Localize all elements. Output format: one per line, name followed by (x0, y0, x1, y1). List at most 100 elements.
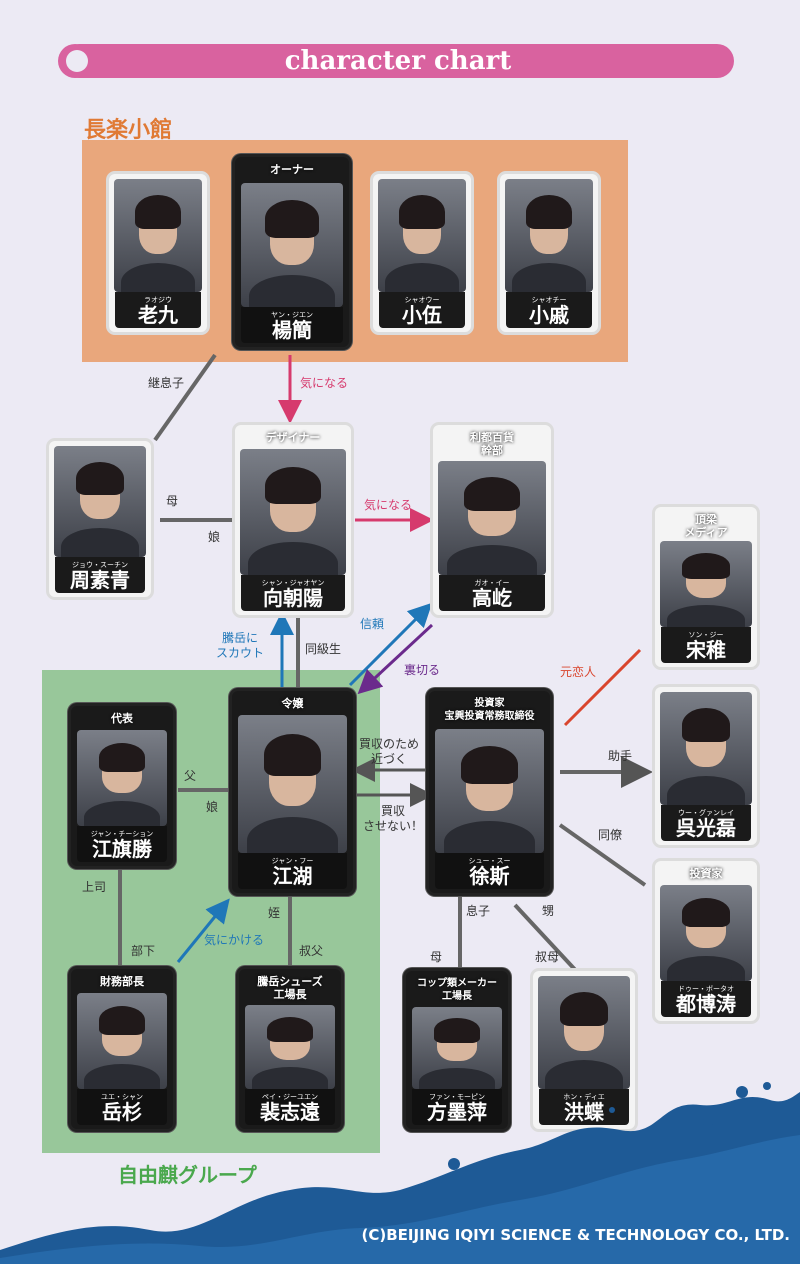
name-xiaowu: 小伍 (402, 303, 442, 327)
card-yueshan: 財務部長 ユエ・シャン 岳杉 (68, 966, 176, 1132)
rel-approach: 買収のため 近づく (359, 737, 420, 766)
name-fangmoping: 方墨萍 (427, 1100, 487, 1124)
ruby-jiangqisheng: ジャン・チーション (90, 830, 154, 838)
name-gaoyi: 高屹 (472, 586, 512, 610)
name-hongdie: 洪蝶 (564, 1100, 604, 1124)
portrait-jianghu (238, 715, 347, 853)
ruby-wuguanglei: ウー・グァンレイ (678, 809, 734, 817)
role-xiangzhaoyang: デザイナー (265, 431, 321, 444)
role-peizhiyuan: 騰岳シューズ 工場長 (257, 975, 323, 1001)
rel-stepson: 継息子 (148, 376, 185, 390)
card-xiangzhaoyang: デザイナー シャン・ジャオヤン 向朝陽 (232, 422, 354, 618)
portrait-fangmoping (412, 1007, 502, 1089)
name-jiangqisheng: 江旗勝 (92, 837, 152, 861)
portrait-yangjian (241, 183, 343, 307)
rel-nephew: 甥 (542, 904, 555, 918)
ruby-songzhi: ソン・ジー (688, 631, 724, 639)
card-xiaowu: シャオウー 小伍 (370, 171, 474, 335)
title-bar-dot (66, 50, 88, 72)
name-dubotao: 都博涛 (676, 992, 736, 1016)
rel-trust: 信頼 (360, 617, 385, 631)
rel-daughter2: 娘 (206, 800, 219, 814)
name-xusi: 徐斯 (469, 864, 510, 888)
ruby-xusi: シュー・スー (468, 857, 511, 865)
ruby-dubotao: ドゥー・ボータオ (678, 985, 734, 993)
ruby-xiangzhaoyang: シャン・ジャオヤン (261, 579, 325, 587)
card-jiangqisheng: 代表 ジャン・チーション 江旗勝 (68, 703, 176, 869)
name-songzhi: 宋稚 (686, 638, 726, 662)
rel-assistant: 助手 (608, 749, 633, 763)
name-xiangzhaoyang: 向朝陽 (263, 586, 323, 610)
portrait-peizhiyuan (245, 1005, 335, 1089)
card-laojiu: ラオジウ 老九 (106, 171, 210, 335)
chart-title: character chart (284, 46, 512, 76)
ruby-yueshan: ユエ・シャン (101, 1093, 143, 1101)
name-zhousuqing: 周素青 (70, 568, 130, 592)
portrait-songzhi (660, 541, 752, 627)
rel-daughter1: 娘 (208, 530, 221, 544)
ruby-laojiu: ラオジウ (144, 296, 172, 304)
role-songzhi: 頂梁 メディア (684, 513, 728, 539)
name-xiaoqi: 小戚 (529, 303, 569, 327)
portrait-gaoyi (438, 461, 546, 575)
portrait-xusi (435, 729, 544, 853)
ruby-jianghu: ジャン・フー (271, 857, 314, 865)
rel-noacquire: 買収 させない！ (363, 804, 424, 833)
card-fangmoping: コップ類メーカー 工場長 ファン・モーピン 方墨萍 (403, 968, 511, 1132)
rel-kininaru2: 気になる (364, 498, 413, 512)
title-bar (62, 44, 734, 78)
role-dubotao: 投資家 (689, 867, 723, 880)
rel-scout: 騰岳に スカウト (216, 631, 265, 660)
name-laojiu: 老九 (138, 303, 178, 327)
name-yueshan: 岳杉 (102, 1100, 142, 1124)
card-songzhi: 頂梁 メディア ソン・ジー 宋稚 (652, 504, 760, 670)
rel-kininaru1: 気になる (300, 376, 349, 390)
portrait-hongdie (538, 976, 630, 1089)
card-wuguanglei: ウー・グァンレイ 呉光磊 (652, 684, 760, 848)
ruby-gaoyi: ガオ・イー (474, 579, 510, 587)
name-wuguanglei: 呉光磊 (676, 816, 736, 840)
rel-classmate: 同級生 (305, 642, 342, 656)
rel-father: 父 (184, 769, 197, 783)
group-changle-label: 長楽小館 (84, 117, 173, 143)
portrait-xiaowu (378, 179, 466, 292)
role-yangjian: オーナー (270, 163, 314, 176)
line-ex (563, 648, 642, 727)
portrait-xiangzhaoyang (240, 449, 346, 575)
role-jianghu: 令嬢 (281, 697, 304, 710)
portrait-dubotao (660, 885, 752, 981)
rel-son: 息子 (466, 904, 491, 918)
rel-colleague: 同僚 (598, 828, 623, 842)
rel-niece: 姪 (268, 906, 281, 920)
arrow-betray (357, 623, 434, 695)
portrait-laojiu (114, 179, 202, 292)
card-xusi: 投資家 宝興投資常務取締役 シュー・スー 徐斯 (426, 688, 553, 896)
portrait-xiaoqi (505, 179, 593, 292)
ruby-xiaowu: シャオウー (404, 296, 440, 304)
card-dubotao: 投資家 ドゥー・ボータオ 都博涛 (652, 858, 760, 1024)
name-jianghu: 江湖 (272, 864, 313, 888)
card-hongdie: ホン・ディエ 洪蝶 (530, 968, 638, 1132)
rel-kinikakeru: 気にかける (204, 933, 265, 947)
rel-ex: 元恋人 (560, 665, 597, 679)
card-xiaoqi: シャオチー 小戚 (497, 171, 601, 335)
ruby-zhousuqing: ジョウ・スーチン (72, 561, 128, 569)
role-gaoyi: 利都百貨 幹部 (470, 431, 514, 457)
portrait-yueshan (77, 993, 167, 1089)
name-peizhiyuan: 裴志遠 (260, 1100, 320, 1124)
arrow-kinikakeru (176, 898, 230, 963)
line-stepson (153, 353, 217, 442)
portrait-jiangqisheng (77, 730, 167, 826)
portrait-zhousuqing (54, 446, 146, 557)
wave-decoration (0, 1082, 800, 1264)
card-jianghu: 令嬢 ジャン・フー 江湖 (229, 688, 356, 896)
line-colleague (558, 823, 647, 887)
rel-uncle: 叔父 (299, 944, 324, 958)
rel-boss: 上司 (82, 880, 107, 894)
group-ziyou-label: 自由麒グループ (118, 1163, 257, 1187)
card-peizhiyuan: 騰岳シューズ 工場長 ペイ・ジーユエン 裴志遠 (236, 966, 344, 1132)
role-jiangqisheng: 代表 (111, 712, 133, 725)
card-yangjian: オーナー ヤン・ジエン 楊簡 (232, 154, 352, 350)
copyright: (C)BEIJING IQIYI SCIENCE & TECHNOLOGY CO… (361, 1226, 790, 1244)
